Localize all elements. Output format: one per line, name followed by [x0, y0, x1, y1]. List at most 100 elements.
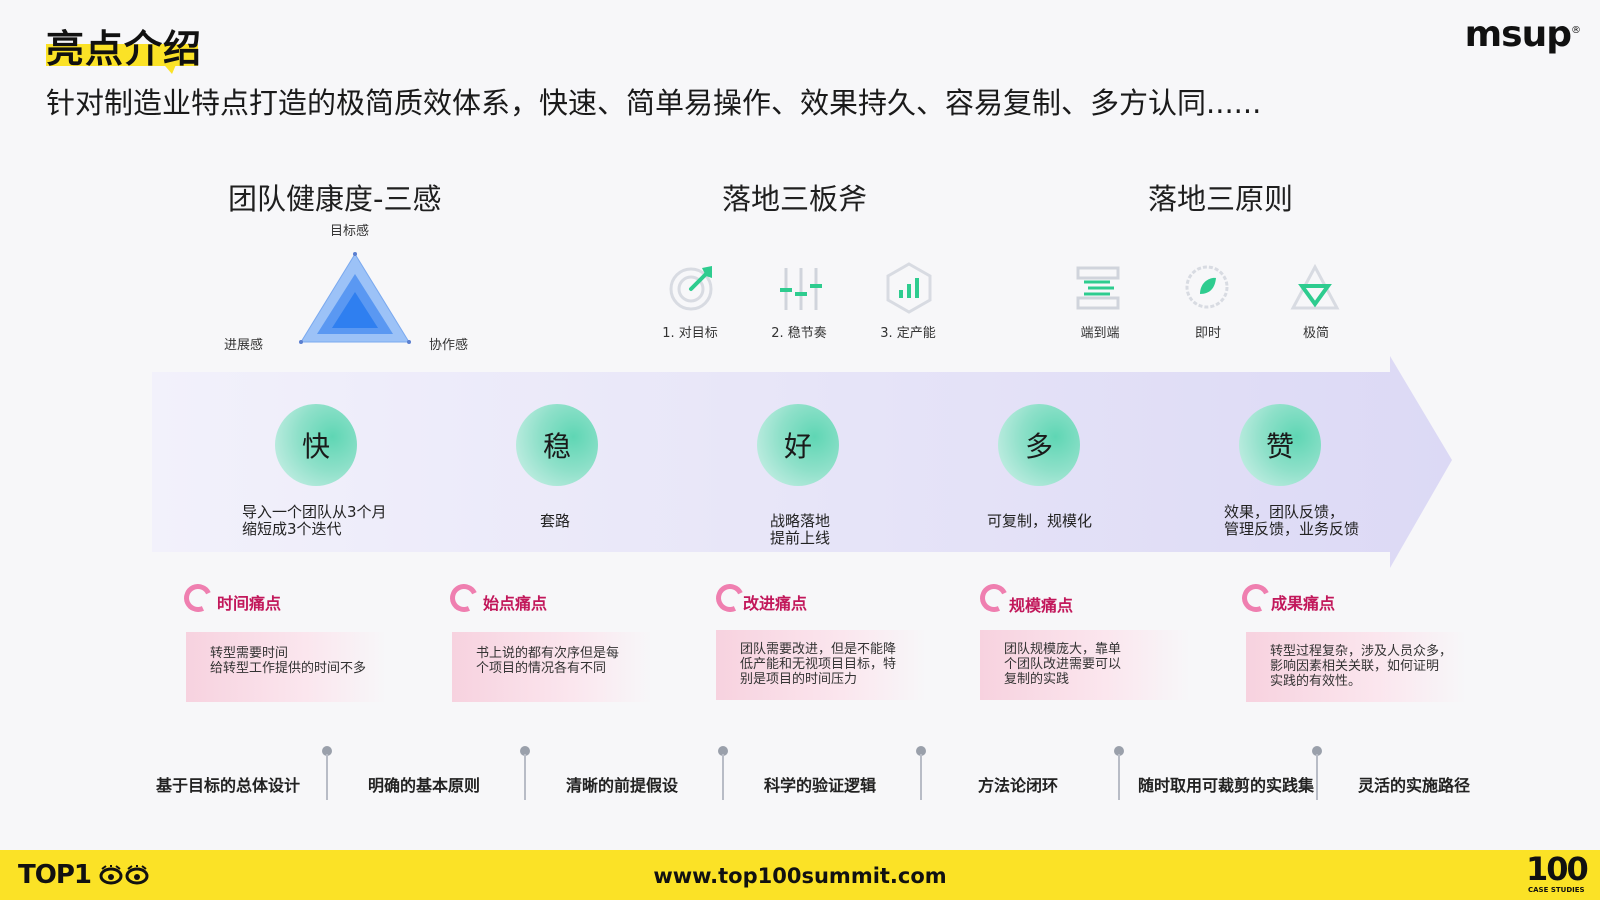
circle-desc-fast-line-2: 缩短成3个迭代 [242, 520, 342, 538]
target-arrow-icon [669, 266, 713, 311]
sliders-icon [780, 268, 822, 310]
divider-dot [916, 746, 926, 756]
bar-chart-hexagon-icon [886, 262, 932, 314]
bottom-item-4: 科学的验证逻辑 [763, 776, 876, 795]
pain-ring-icon [446, 580, 482, 616]
divider-line [920, 754, 922, 800]
circle-praise: 赞 [1239, 404, 1321, 486]
principle-label-2: 即时 [1194, 326, 1221, 341]
pain-text-result-3: 实践的有效性。 [1270, 674, 1362, 689]
case-studies-logo: 100 [1526, 850, 1589, 888]
page-subtitle: 针对制造业特点打造的极简质效体系，快速、简单易操作、效果持久、容易复制、多方认同… [46, 86, 1262, 120]
circle-desc-good: 战略落地 提前上线 [770, 513, 830, 547]
pain-text-time-1: 转型需要时间 [210, 646, 289, 661]
case-studies-text: CASE STUDIES [1528, 886, 1585, 894]
divider-line [1316, 754, 1318, 800]
pain-text-scale-1: 团队规模庞大，靠单 [1004, 642, 1122, 657]
vertex-dot-right [407, 340, 411, 344]
triangle-inner [332, 292, 378, 328]
registered-mark: ® [1571, 25, 1581, 36]
msup-logo: msup® [1464, 14, 1581, 55]
top100-logo-text: TOP1 [18, 860, 92, 890]
section-title-axes: 落地三板斧 [722, 182, 868, 216]
pain-box-time: 转型需要时间 给转型工作提供的时间不多 [186, 632, 386, 702]
pain-text-improve-3: 别是项目的时间压力 [740, 672, 858, 687]
health-triangle-chart [299, 252, 411, 344]
divider-line [1118, 754, 1120, 800]
footer-url: www.top100summit.com [653, 864, 947, 888]
circle-desc-praise-line-2: 管理反馈，业务反馈 [1224, 520, 1360, 538]
eyes-icon [99, 865, 149, 885]
top100-logo: TOP1 [18, 860, 151, 890]
axe-label-2: 2. 稳节奏 [771, 326, 827, 341]
divider-line [722, 754, 724, 800]
divider-dot [520, 746, 530, 756]
circle-good: 好 [757, 404, 839, 486]
pain-ring-icon [180, 580, 216, 616]
circle-fast: 快 [275, 404, 357, 486]
circle-desc-fast-line-1: 导入一个团队从3个月 [242, 503, 387, 521]
page-title: 亮点介绍 [46, 27, 203, 71]
pain-title-start: 始点痛点 [483, 594, 548, 613]
vertex-dot-top [353, 252, 357, 256]
pain-text-scale-3: 复制的实践 [1004, 672, 1070, 687]
pain-text-start-2: 个项目的情况各有不同 [476, 661, 607, 676]
pain-ring-icon [976, 580, 1012, 616]
pain-text-time-2: 给转型工作提供的时间不多 [210, 661, 367, 676]
circle-desc-many: 可复制，规模化 [987, 513, 1092, 530]
bottom-item-5: 方法论闭环 [977, 776, 1058, 795]
footer-bar [0, 850, 1600, 900]
bottom-item-7: 灵活的实施路径 [1357, 776, 1470, 795]
circle-many: 多 [998, 404, 1080, 486]
pain-box-scale: 团队规模庞大，靠单 个团队改进需要可以 复制的实践 [980, 630, 1190, 700]
bottom-item-2: 明确的基本原则 [367, 776, 480, 795]
bottom-item-1: 基于目标的总体设计 [155, 776, 300, 795]
pain-box-improve: 团队需要改进，但是不能降 低产能和无视项目目标，特 别是项目的时间压力 [716, 630, 926, 700]
divider-line [524, 754, 526, 800]
vertex-dot-left [299, 340, 303, 344]
circle-desc-good-line-2: 提前上线 [770, 529, 831, 547]
title-highlight-tail [160, 60, 178, 74]
pain-box-start: 书上说的都有次序但是每 个项目的情况各有不同 [452, 632, 652, 702]
axis-label-progress: 进展感 [224, 338, 264, 353]
principle-label-1: 端到端 [1080, 326, 1120, 341]
msup-logo-text: msup [1464, 14, 1572, 55]
pain-box-result: 转型过程复杂，涉及人员众多， 影响因素相关关联，如何证明 实践的有效性。 [1246, 632, 1466, 702]
title-wrap: 亮点介绍 [46, 18, 202, 73]
circle-stable: 稳 [516, 404, 598, 486]
pain-text-result-1: 转型过程复杂，涉及人员众多， [1270, 644, 1453, 659]
pain-title-result: 成果痛点 [1271, 594, 1336, 613]
divider-line [326, 754, 328, 800]
bottom-item-6: 随时取用可裁剪的实践集 [1137, 776, 1314, 795]
pain-ring-icon [1238, 580, 1274, 616]
pain-text-improve-1: 团队需要改进，但是不能降 [740, 642, 897, 657]
circle-desc-praise-line-1: 效果，团队反馈， [1224, 503, 1345, 521]
pain-text-improve-2: 低产能和无视项目目标，特 [740, 657, 897, 672]
divider-dot [322, 746, 332, 756]
divider-dot [718, 746, 728, 756]
leaf-circle-icon [1185, 265, 1229, 309]
pain-text-start-1: 书上说的都有次序但是每 [476, 646, 620, 661]
pain-title-improve: 改进痛点 [743, 594, 808, 613]
pain-title-scale: 规模痛点 [1009, 596, 1074, 615]
axis-label-goal: 目标感 [330, 224, 370, 239]
pain-text-scale-2: 个团队改进需要可以 [1004, 657, 1122, 672]
bottom-item-3: 清晰的前提假设 [565, 776, 678, 795]
triangle-down-icon [1290, 264, 1340, 310]
section-title-principles: 落地三原则 [1148, 182, 1294, 216]
section-title-health: 团队健康度-三感 [228, 182, 442, 216]
circle-desc-stable: 套路 [540, 513, 570, 530]
axe-label-3: 3. 定产能 [880, 326, 936, 341]
circle-desc-many-line-1: 可复制，规模化 [987, 512, 1093, 530]
principle-label-3: 极简 [1302, 326, 1329, 341]
divider-dot [1114, 746, 1124, 756]
axis-label-collab: 协作感 [429, 338, 469, 353]
pain-title-time: 时间痛点 [217, 594, 282, 613]
circle-desc-praise: 效果，团队反馈， 管理反馈，业务反馈 [1224, 504, 1359, 538]
axe-label-1: 1. 对目标 [662, 326, 718, 341]
end-to-end-icon [1076, 266, 1120, 310]
pain-text-result-2: 影响因素相关关联，如何证明 [1270, 659, 1440, 674]
divider-dot [1312, 746, 1322, 756]
circle-desc-stable-line-1: 套路 [540, 512, 571, 530]
circle-desc-good-line-1: 战略落地 [770, 512, 831, 530]
